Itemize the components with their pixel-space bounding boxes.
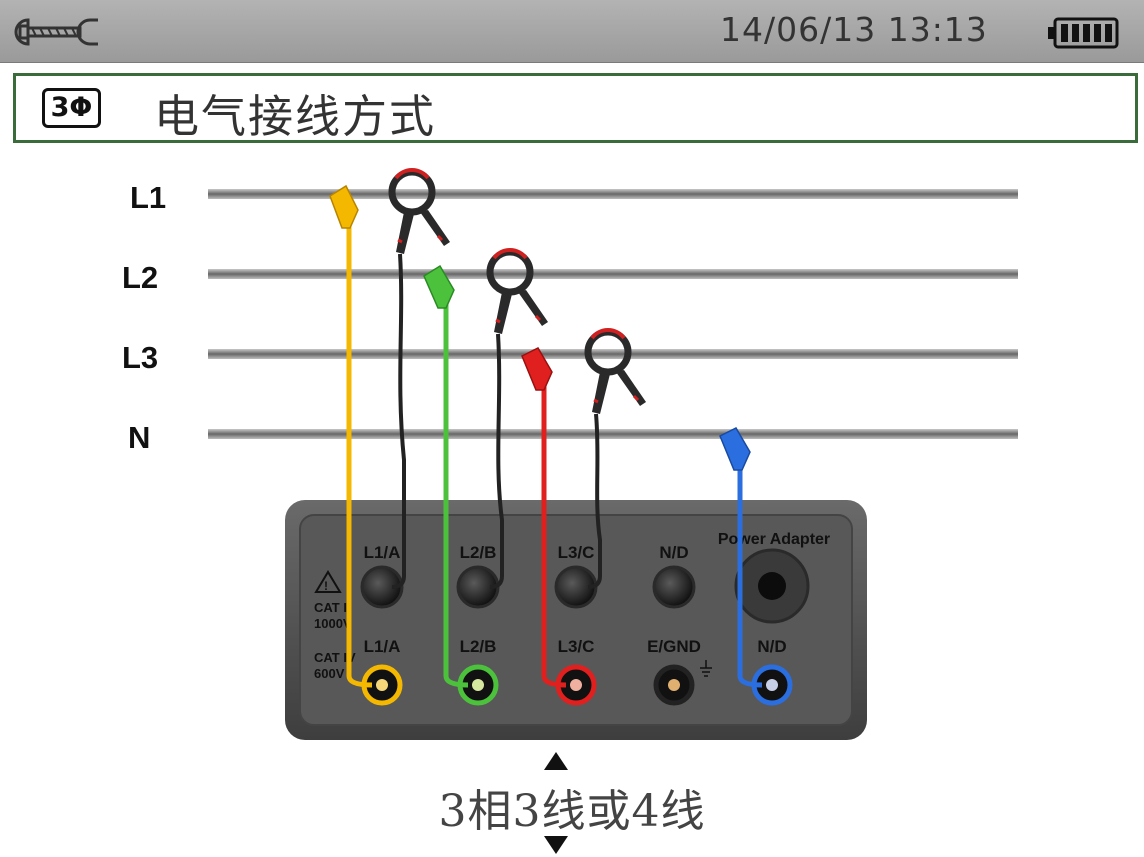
busbar-n	[208, 429, 1018, 439]
datetime-display: 14/06/13 13:13	[720, 10, 988, 49]
input-label-l2b: L2/B	[460, 543, 497, 562]
panel-face	[299, 514, 853, 726]
line-label-l3: L3	[122, 340, 158, 375]
input-label-nd: N/D	[659, 543, 688, 562]
warning-icon	[314, 570, 342, 593]
terminal-label-nd: N/D	[757, 637, 786, 656]
next-config-arrow-icon[interactable]	[542, 834, 570, 856]
title-bar: 3Φ 电气接线方式	[13, 73, 1138, 143]
probe-tip-n	[719, 427, 751, 471]
probe-tip-l2	[423, 264, 455, 309]
input-label-l3c: L3/C	[558, 543, 595, 562]
battery-full-icon	[1048, 17, 1119, 49]
svg-text:!: !	[324, 579, 328, 593]
previous-config-arrow-icon[interactable]	[542, 750, 570, 772]
voltage-lead-l1	[345, 209, 373, 688]
wiring-diagram: L1 L2 L3 N ! CAT I 1000V CAT IV 600V L1/…	[122, 168, 1018, 740]
terminal-label-egnd: E/GND	[647, 637, 701, 656]
power-adapter-label: Power Adapter	[718, 531, 830, 548]
safety-voltage-label: 600V	[314, 666, 345, 681]
probe-tip-l3	[521, 347, 553, 391]
wrench-icon[interactable]	[8, 14, 104, 50]
three-phase-badge: 3Φ	[42, 88, 101, 128]
terminal-label-l1a: L1/A	[364, 637, 401, 656]
busbar-l2	[208, 269, 1018, 279]
voltage-lead-l2	[442, 297, 469, 688]
page-title: 电气接线方式	[154, 90, 437, 143]
current-clamp-l2	[486, 248, 548, 589]
busbar-l1	[208, 189, 1018, 199]
status-bar: 14/06/13 13:13	[0, 0, 1144, 63]
probe-tip-l1	[329, 184, 359, 229]
line-label-l1: L1	[130, 180, 166, 215]
connection-type-label[interactable]: 3相3线或4线	[438, 786, 706, 837]
current-jack-nd	[652, 565, 696, 609]
safety-cat-label: CAT I	[314, 600, 347, 615]
line-label-n: N	[128, 420, 150, 455]
voltage-lead-n	[737, 463, 763, 688]
voltage-lead-l3	[540, 379, 567, 688]
safety-voltage-label: 1000V	[314, 616, 352, 631]
current-jack-l1a	[360, 565, 404, 609]
current-clamp-l3	[584, 328, 646, 589]
terminal-label-l2b: L2/B	[460, 637, 497, 656]
ground-icon	[700, 660, 712, 677]
input-label-l1a: L1/A	[364, 543, 401, 562]
line-label-l2: L2	[122, 260, 158, 295]
busbar-l3	[208, 349, 1018, 359]
current-clamp-l1	[388, 168, 450, 589]
safety-cat-label: CAT IV	[314, 650, 356, 665]
terminal-label-l3c: L3/C	[558, 637, 595, 656]
